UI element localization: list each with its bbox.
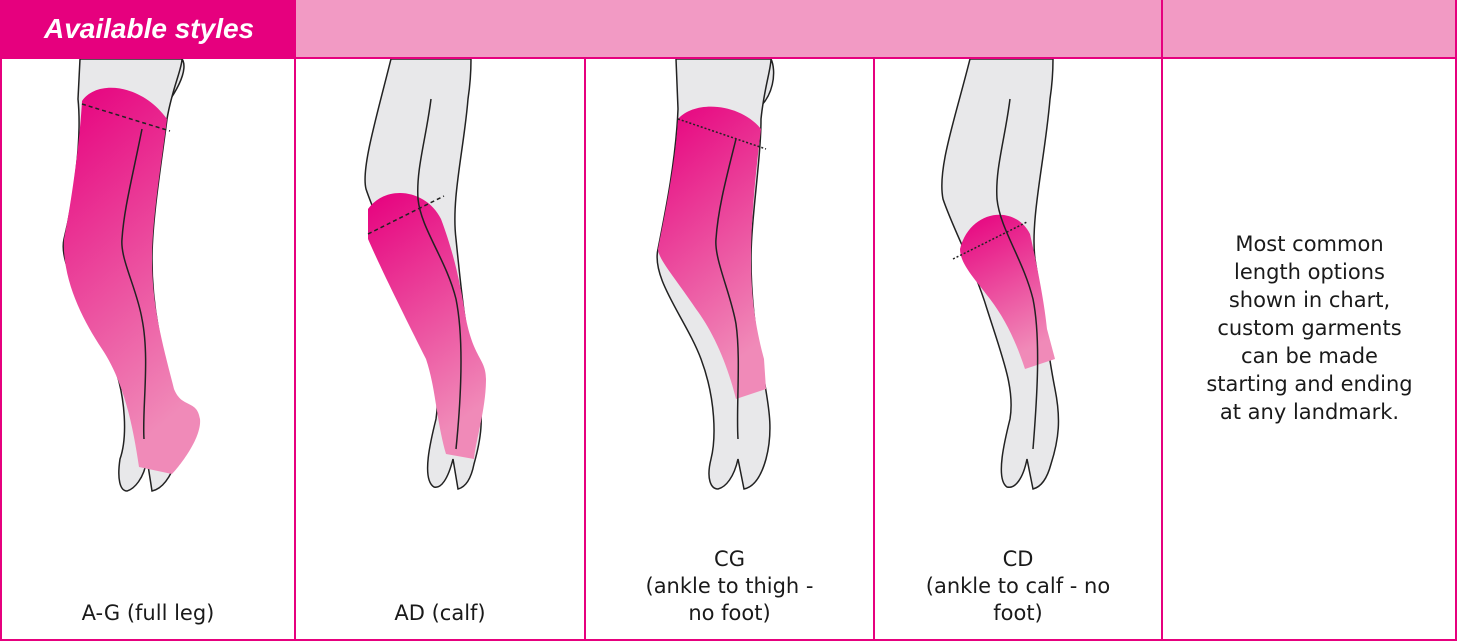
style-label: A-G (full leg) [2,600,294,627]
style-cell-full-leg: A-G (full leg) [2,59,294,641]
leg-calf-icon [296,59,584,499]
style-cell-calf: AD (calf) [296,59,584,641]
style-cell-ankle-to-calf: CD (ankle to calf - no foot) [875,59,1161,641]
style-label: CG (ankle to thigh - no foot) [586,546,873,627]
column-divider [1161,0,1163,641]
table-header-row [295,0,1457,57]
table-title: Available styles [0,0,295,57]
leg-ankle-thigh-icon [586,59,873,499]
leg-full-icon [2,59,294,499]
length-options-note: Most common length options shown in char… [1164,230,1455,426]
style-label: CD (ankle to calf - no foot) [875,546,1161,627]
leg-ankle-calf-icon [875,59,1161,499]
style-cell-ankle-to-thigh: CG (ankle to thigh - no foot) [586,59,873,641]
style-label: AD (calf) [296,600,584,627]
